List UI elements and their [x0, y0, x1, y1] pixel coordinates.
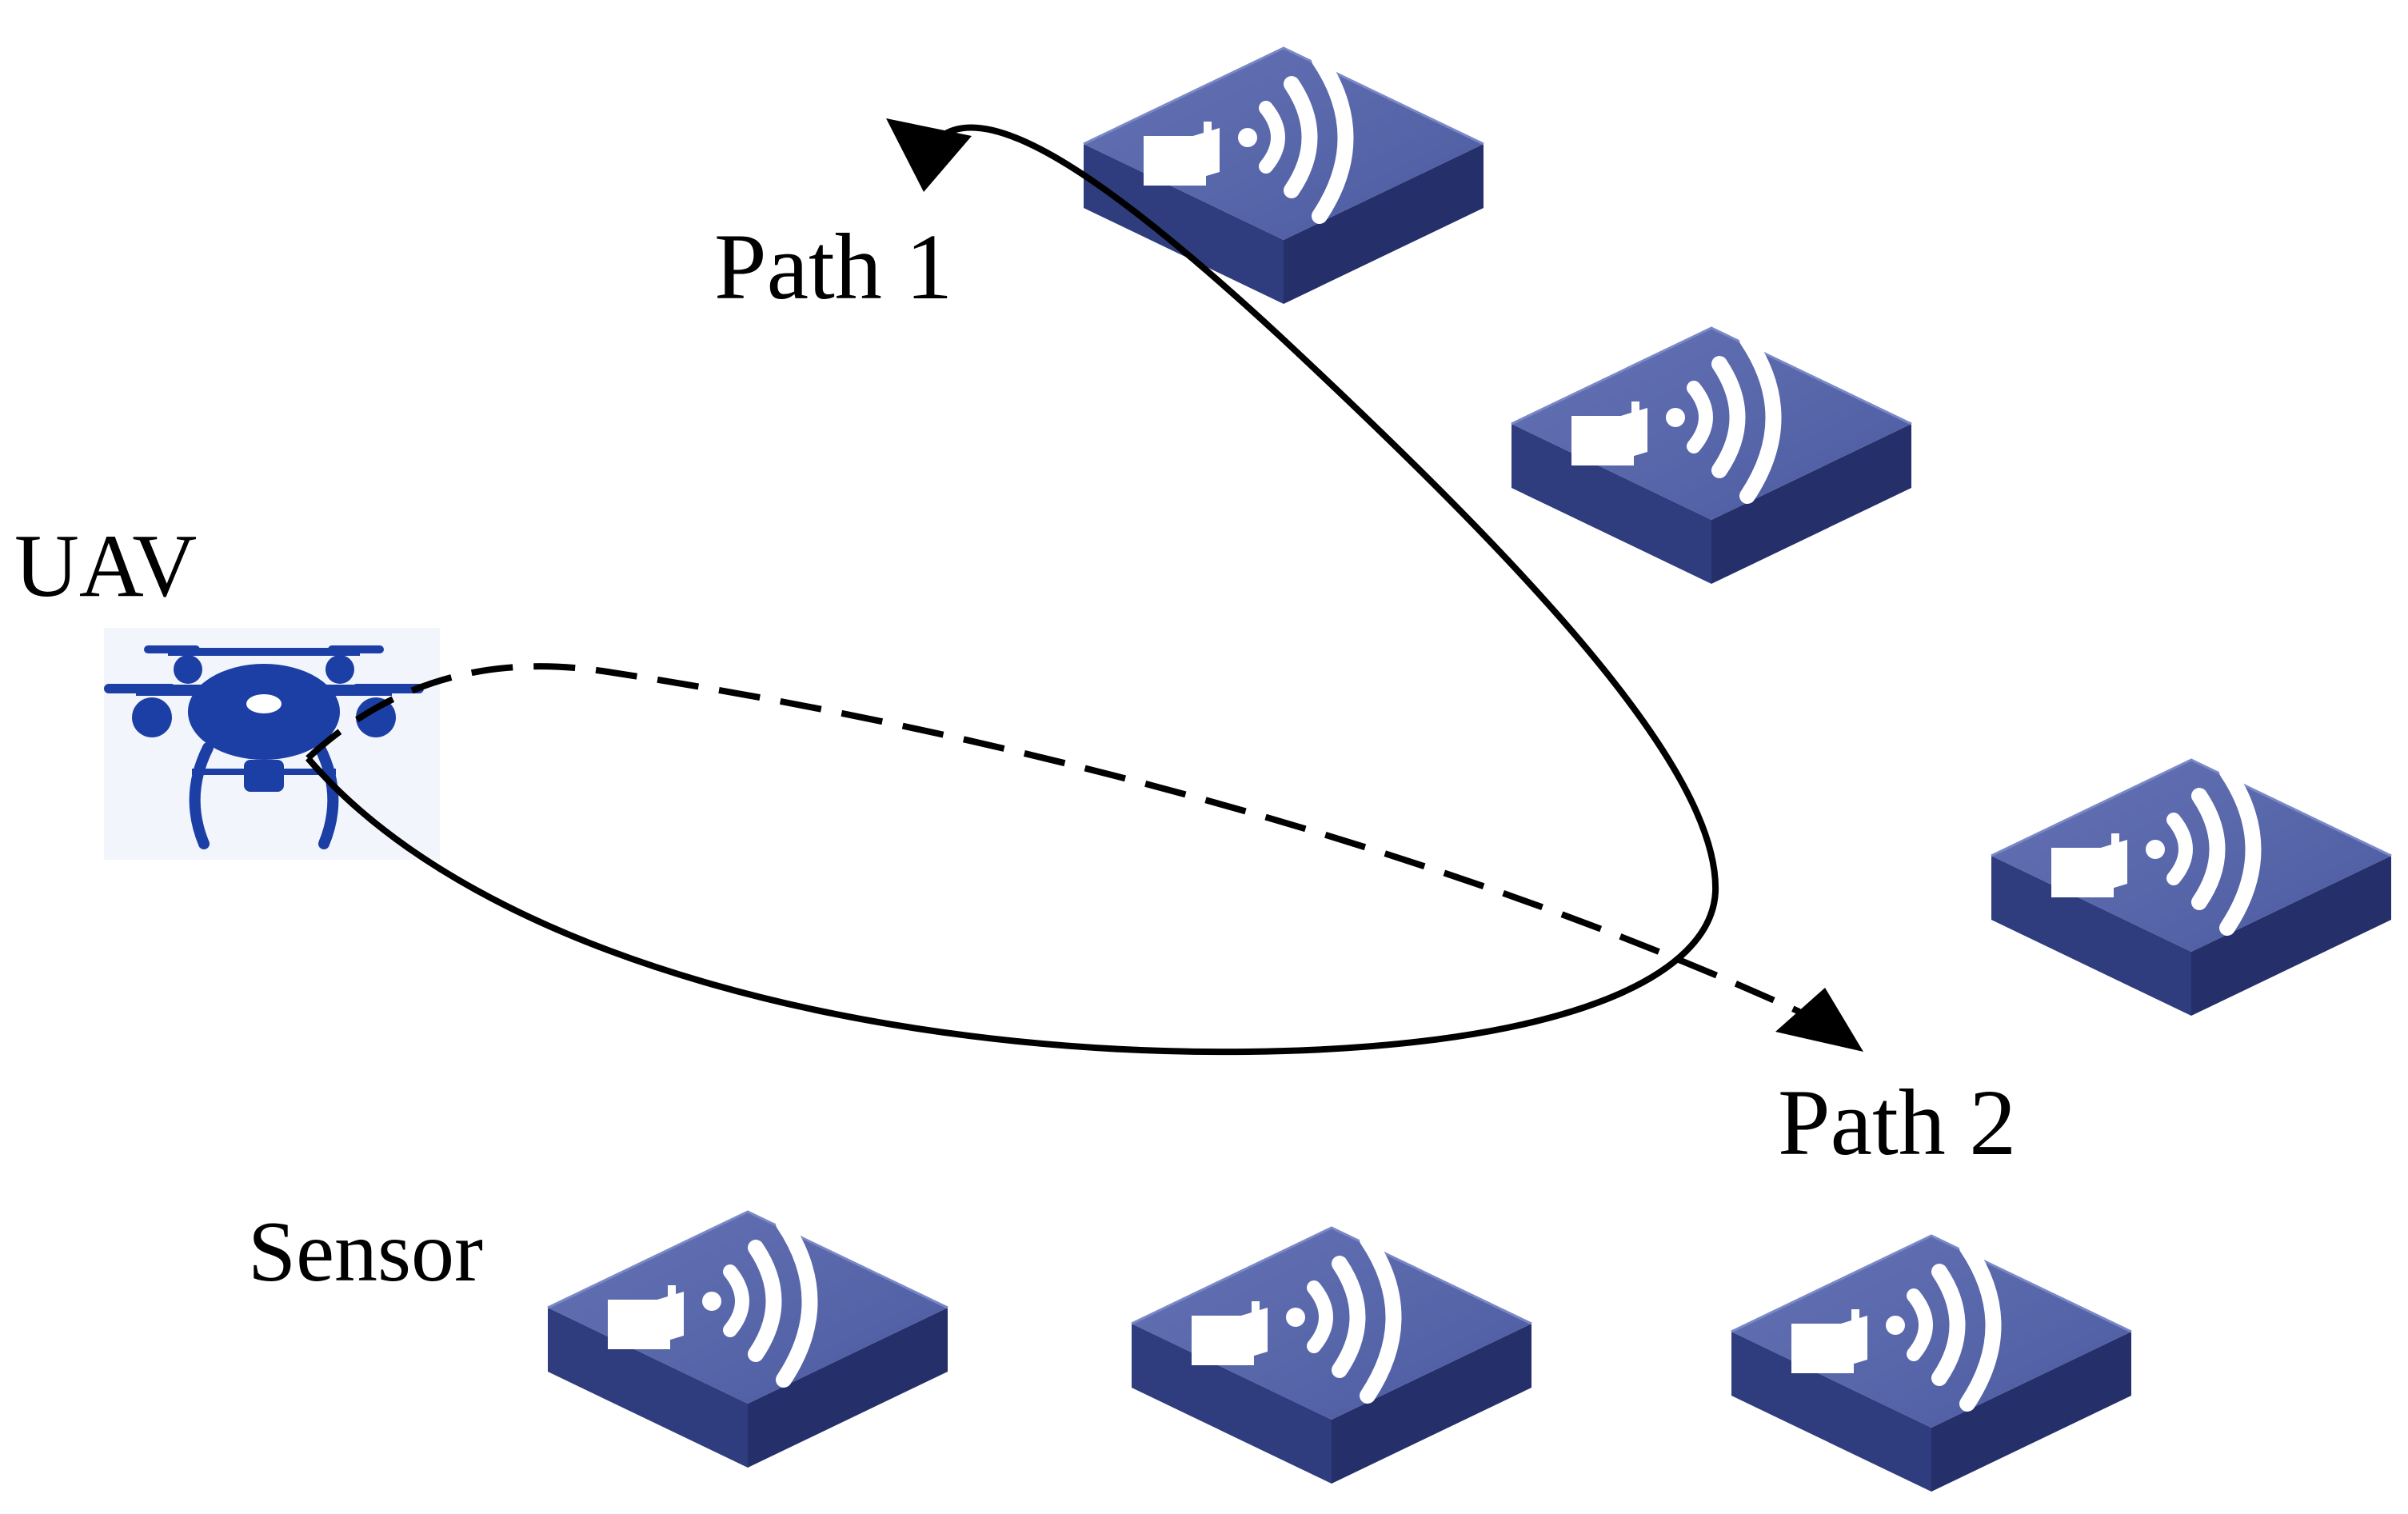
- sensor-node: [1511, 328, 1911, 584]
- path-2-arrowhead: [1775, 988, 1863, 1052]
- path-2-label: Path 2: [1778, 1070, 2017, 1175]
- sensor-label: Sensor: [248, 1204, 483, 1300]
- path-1-line: [305, 124, 1719, 1056]
- uav-label: UAV: [14, 517, 198, 616]
- sensor-node: [1132, 1228, 1531, 1484]
- sensor-node: [1731, 1236, 2131, 1492]
- path-1-arrowhead: [886, 118, 972, 192]
- path-1-label: Path 1: [714, 214, 953, 319]
- path-2-line: [305, 663, 1801, 1015]
- sensor-node: [548, 1212, 948, 1468]
- sensor-node: [1991, 760, 2391, 1016]
- sensor-node: [1084, 48, 1484, 304]
- drone-icon: [104, 628, 440, 860]
